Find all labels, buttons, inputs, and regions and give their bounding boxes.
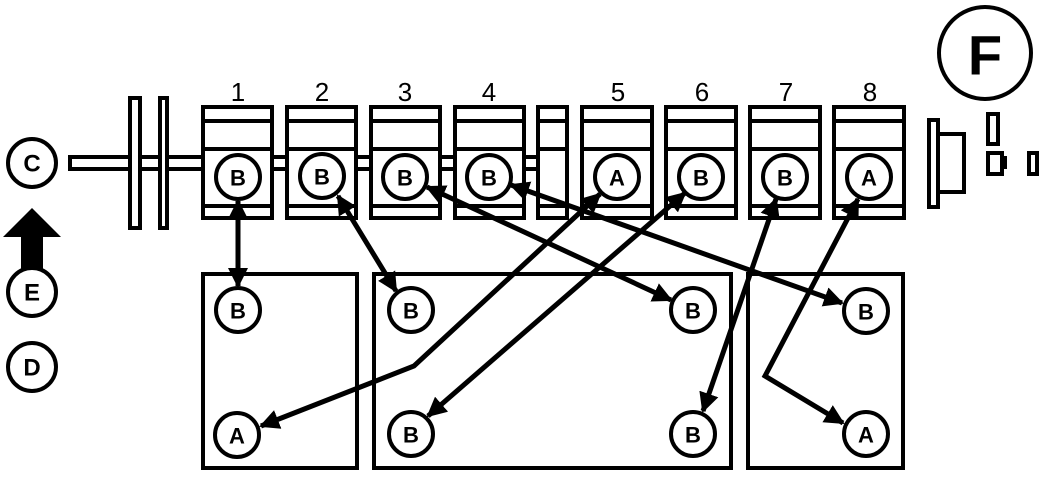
- label-d-text: D: [23, 355, 40, 382]
- position-block-6: 6 B: [664, 77, 738, 220]
- position-label-3: B: [397, 166, 413, 191]
- position-label-7: B: [777, 166, 793, 191]
- lower-middle-bottom-right-label: B: [685, 423, 701, 448]
- lower-right-bottom-label: A: [858, 423, 874, 448]
- position-label-6: B: [693, 166, 709, 191]
- position-number-8: 8: [863, 77, 877, 107]
- label-f-text: F: [968, 24, 1002, 87]
- position-number-2: 2: [315, 77, 329, 107]
- position-number-7: 7: [779, 77, 793, 107]
- lower-right-top-label: B: [858, 300, 874, 325]
- position-block-7: 7 B: [748, 77, 822, 220]
- position-number-1: 1: [231, 77, 245, 107]
- position-label-5: A: [609, 166, 625, 191]
- position-block-2: 2 B: [285, 77, 373, 220]
- position-number-3: 3: [398, 77, 412, 107]
- lower-left-top-label: B: [230, 299, 246, 324]
- lower-middle-top-right-label: B: [685, 299, 701, 324]
- plates: [128, 96, 169, 230]
- lower-box-left: B A: [201, 272, 359, 470]
- label-c: C: [6, 137, 58, 189]
- position-block-5: 5 A: [580, 77, 654, 220]
- position-block-4: 4 B: [453, 77, 540, 220]
- position-block-1: 1 B: [201, 77, 289, 220]
- label-e-text: E: [24, 280, 40, 307]
- direction-arrow-icon: [3, 208, 61, 270]
- lower-box-middle: B B B B: [372, 272, 733, 470]
- position-label-4: B: [481, 166, 497, 191]
- connection-arrows: [228, 181, 861, 429]
- arrow-6-to-middle-bottom-left: [426, 191, 687, 418]
- label-c-text: C: [23, 151, 40, 178]
- lower-box-right: B A: [746, 272, 905, 470]
- label-e: E: [6, 266, 58, 318]
- label-f: F: [937, 5, 1033, 101]
- end-flange: [927, 118, 966, 209]
- lower-middle-bottom-left-label: B: [403, 423, 419, 448]
- label-d: D: [6, 341, 58, 393]
- lower-middle-top-left-label: B: [403, 299, 419, 324]
- position-number-6: 6: [695, 77, 709, 107]
- position-block-8: 8 A: [832, 77, 906, 220]
- small-parts: [986, 112, 1039, 176]
- position-label-1: B: [230, 166, 246, 191]
- position-label-2: B: [314, 165, 330, 190]
- position-number-5: 5: [611, 77, 625, 107]
- position-label-8: A: [861, 166, 877, 191]
- position-number-4: 4: [482, 77, 496, 107]
- arrow-7-to-middle-bottom-right: [699, 197, 780, 413]
- lower-left-bottom-label: A: [229, 424, 245, 449]
- arrow-8-to-right-bottom: [761, 197, 861, 426]
